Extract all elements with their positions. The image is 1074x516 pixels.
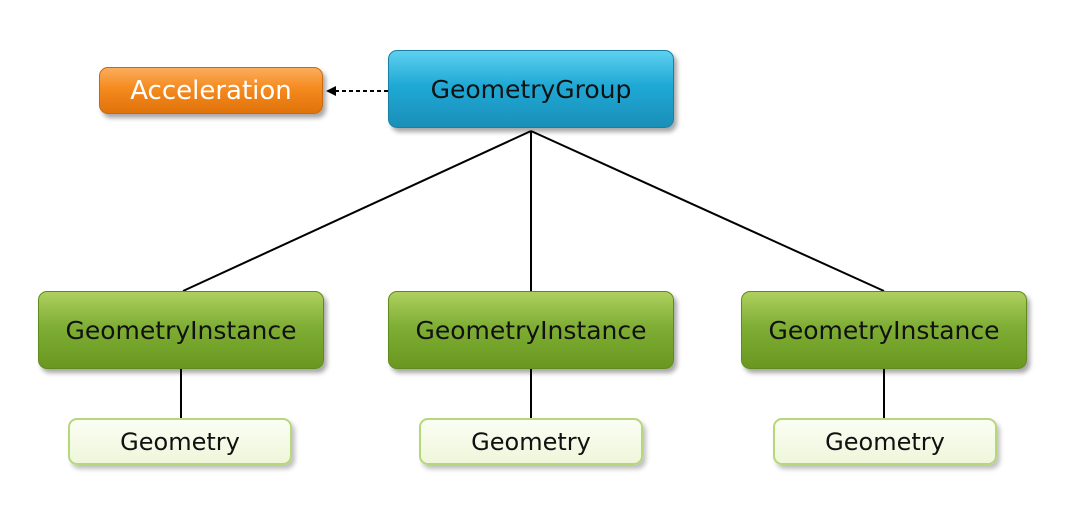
geometry-instance-node-2: GeometryInstance	[388, 291, 674, 369]
acceleration-label: Acceleration	[130, 75, 292, 106]
geometry-instance-label: GeometryInstance	[415, 315, 647, 345]
edge-group-to-instance-3	[530, 130, 885, 292]
geometry-group-label: GeometryGroup	[430, 74, 632, 104]
geometry-group-node: GeometryGroup	[388, 50, 674, 128]
geometry-instance-node-3: GeometryInstance	[741, 291, 1027, 369]
geometry-instance-node-1: GeometryInstance	[38, 291, 324, 369]
geometry-label: Geometry	[825, 427, 945, 456]
acceleration-node: Acceleration	[99, 67, 323, 114]
geometry-label: Geometry	[120, 427, 240, 456]
geometry-instance-label: GeometryInstance	[65, 315, 297, 345]
edge-group-to-instance-1	[182, 130, 532, 292]
geometry-node-2: Geometry	[419, 418, 643, 465]
geometry-node-3: Geometry	[773, 418, 997, 465]
geometry-node-1: Geometry	[68, 418, 292, 465]
geometry-instance-label: GeometryInstance	[768, 315, 1000, 345]
geometry-label: Geometry	[471, 427, 591, 456]
